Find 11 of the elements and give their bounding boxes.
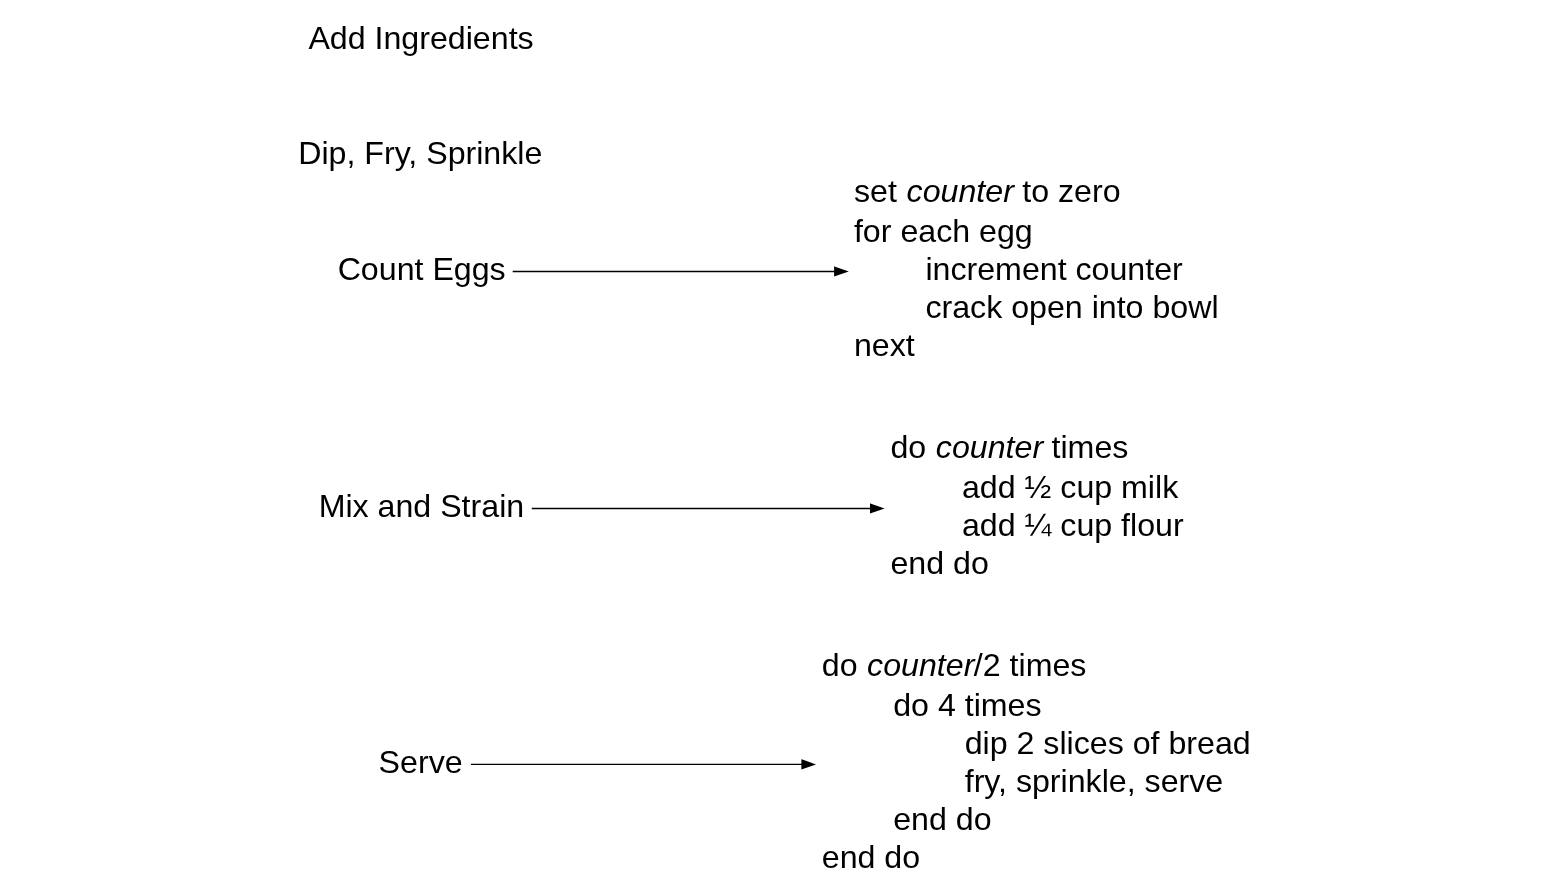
arrow <box>530 503 885 514</box>
arrow <box>511 266 849 277</box>
node-text: Mix and Strain <box>318 487 524 524</box>
arrow <box>469 759 816 770</box>
node-text: Count Eggs <box>337 250 506 287</box>
node-text: Add Ingredients <box>307 19 534 56</box>
node-text: set counter to zero for each egg increment counter crack open into bowl next <box>853 173 1219 363</box>
node-text: Dip, Fry, Sprinkle <box>297 135 542 172</box>
node-text: Serve <box>378 743 463 780</box>
node-text: do counter/2 times do 4 times dip 2 slices of bread fry, sprinkle, serve end do end do <box>821 647 1251 875</box>
node-text: do counter times add ½ cup milk add ¼ cup flour end do <box>890 429 1184 581</box>
